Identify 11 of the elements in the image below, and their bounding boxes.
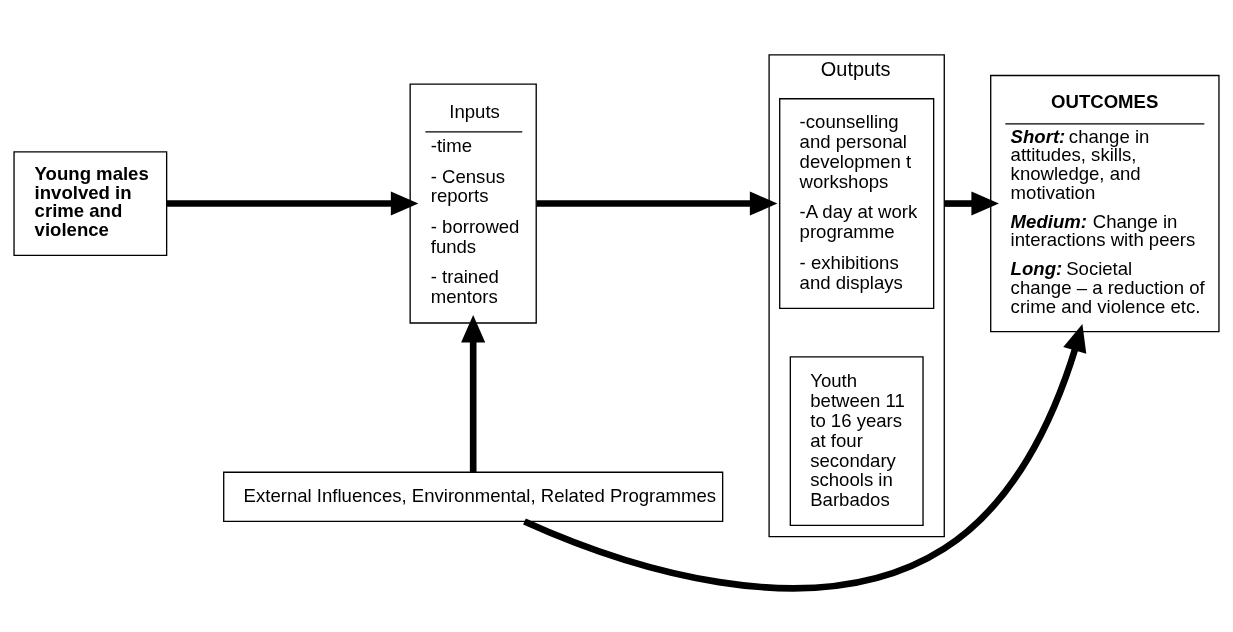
arrow xyxy=(536,191,778,216)
arrow xyxy=(461,314,486,472)
arrow xyxy=(523,323,1087,591)
arrow xyxy=(166,191,419,216)
arrow xyxy=(944,191,999,216)
node-box: External Influences, Environmental, Related Programmes xyxy=(223,471,724,522)
node-box: Youth between 11 to 16 years at four secondary schools in Barbados xyxy=(789,355,924,526)
node-box: -counselling and personal developmen t workshops -A day at work programme - exhibitions and displays xyxy=(779,97,935,309)
node-box: OUTCOMES Short: change in attitudes, skills, knowledge, and motivation Medium: Change in interactions with peers Long: Societal change – a reduction of crime and violence etc. xyxy=(990,74,1220,332)
node-box: Inputs -time - Census reports - borrowed funds - trained mentors xyxy=(409,82,537,324)
node-box: Young males involved in crime and violence xyxy=(13,150,168,256)
